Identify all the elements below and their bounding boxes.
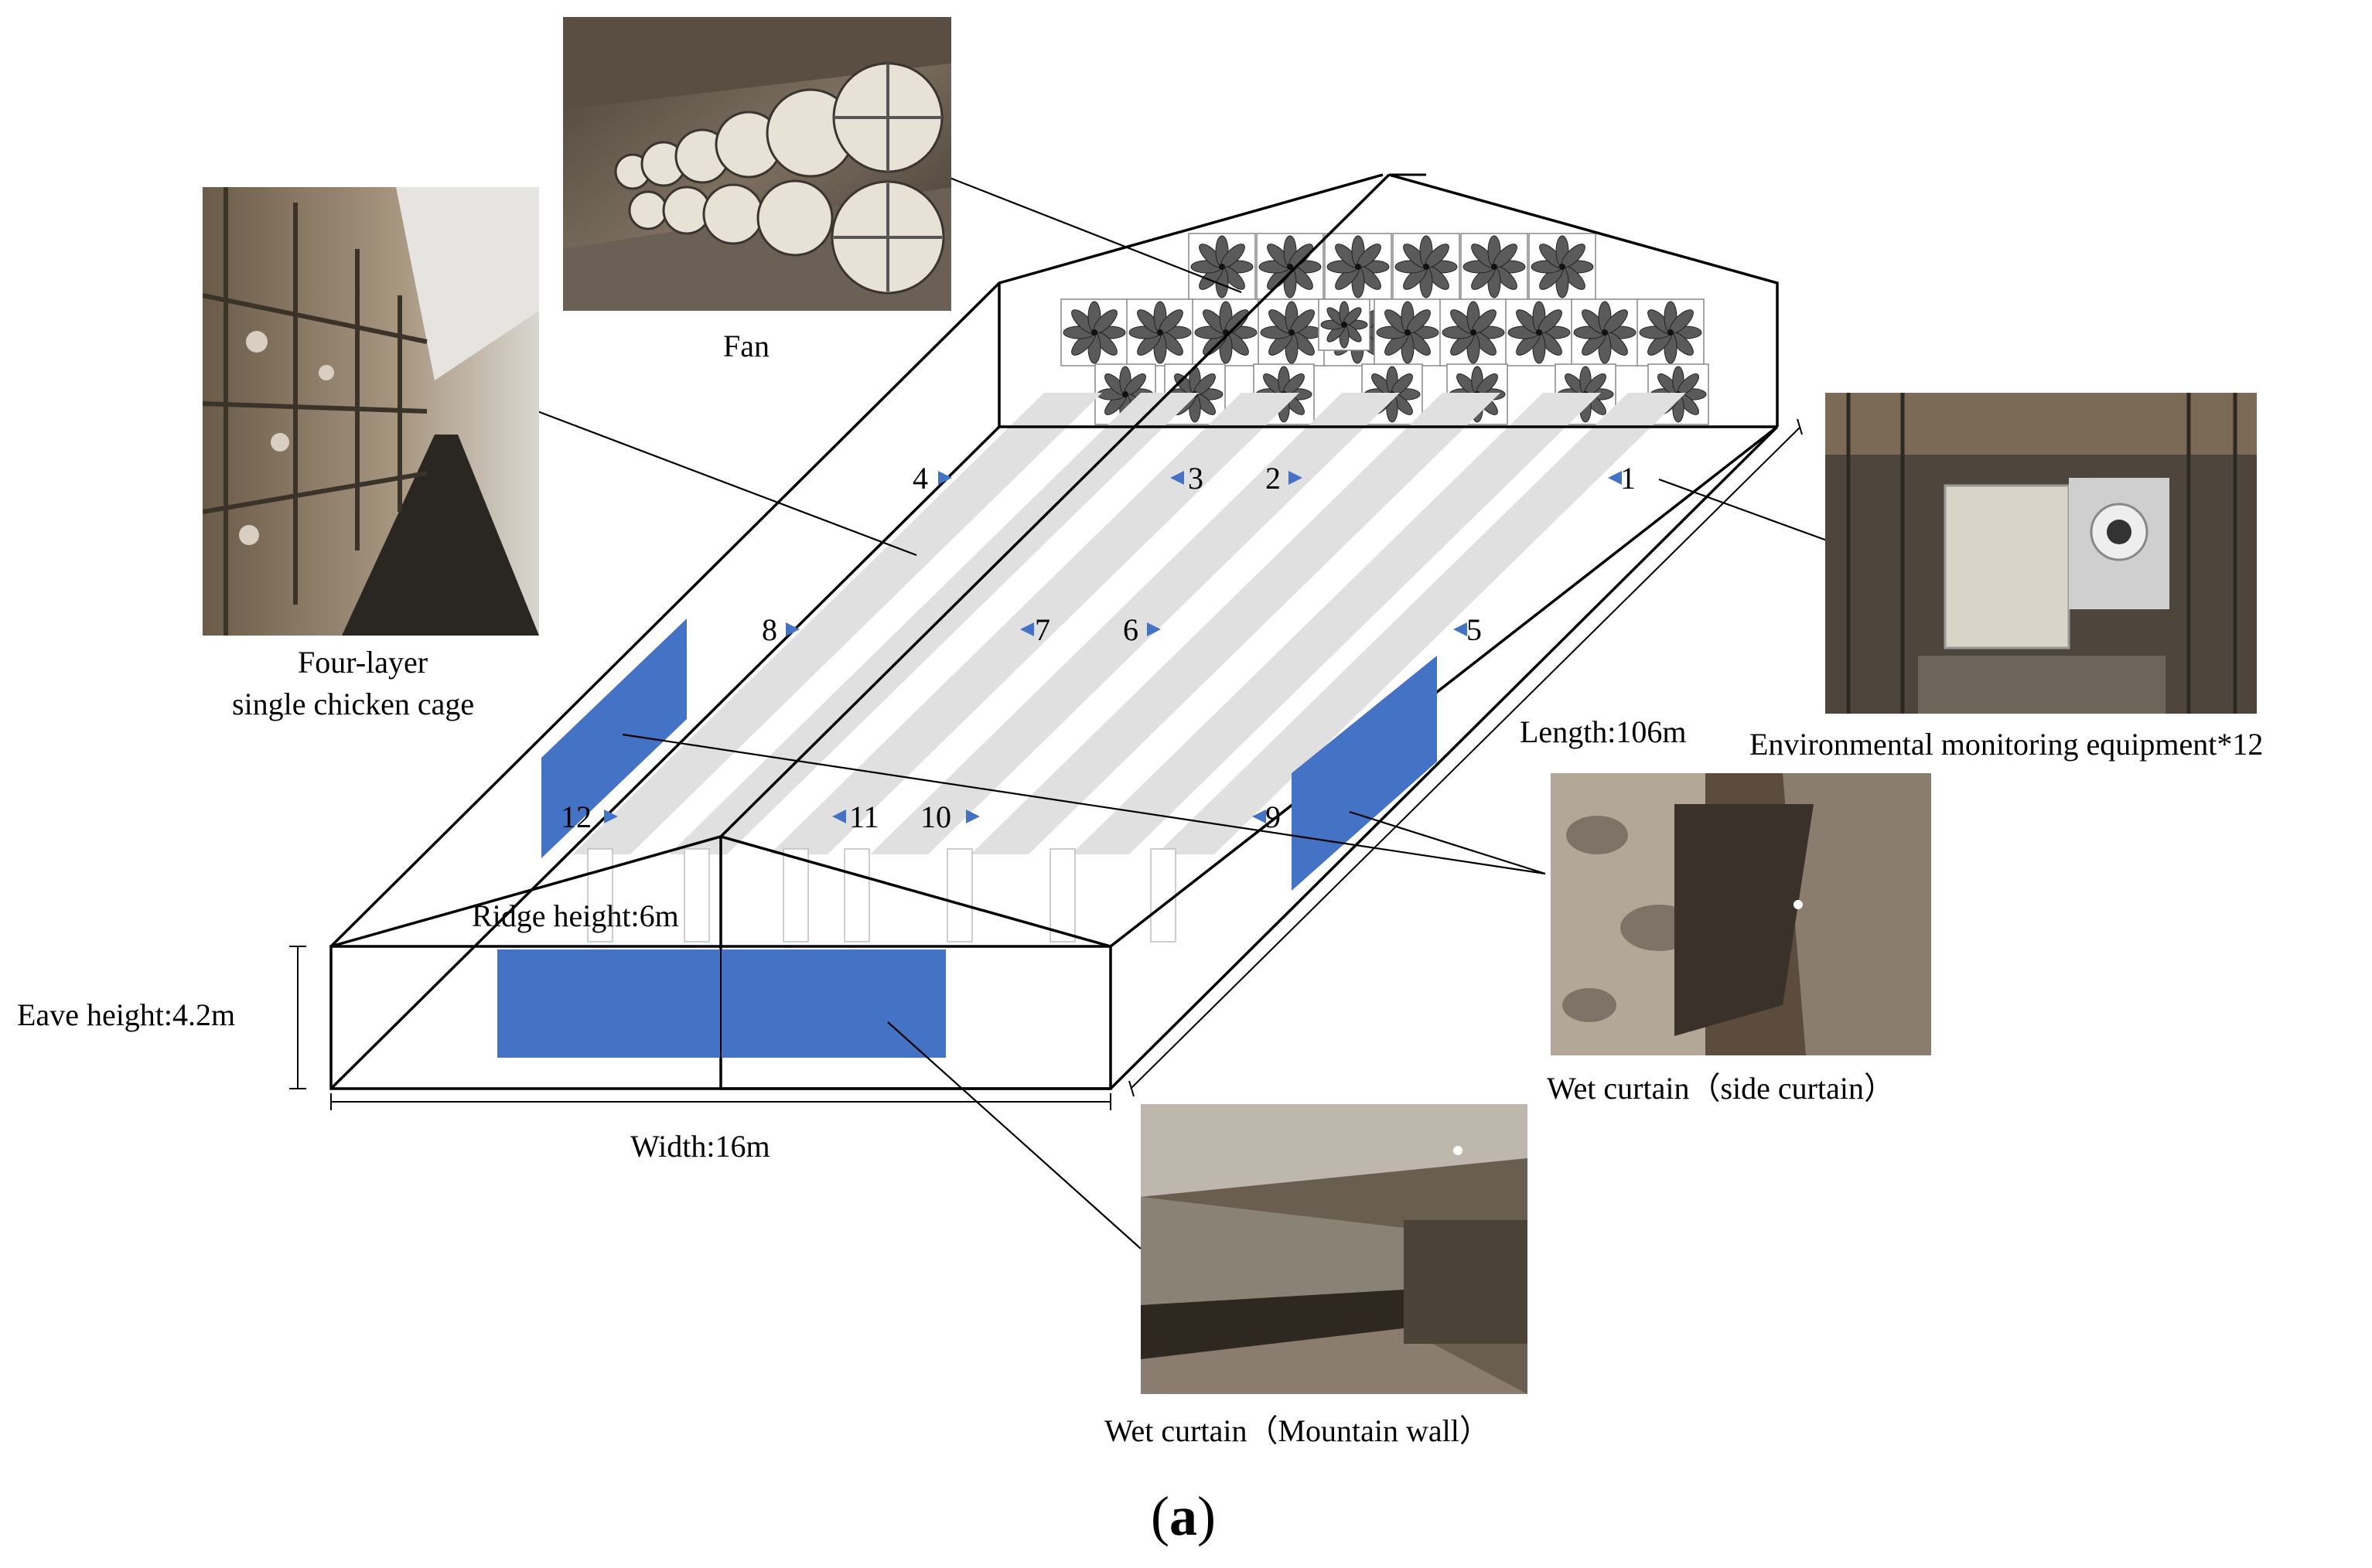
fan-icon (1126, 298, 1194, 366)
cage-photo (203, 187, 539, 636)
sensor-number: 9 (1265, 799, 1281, 834)
side-curtain-right (1292, 656, 1437, 891)
sensor-number: 5 (1466, 612, 1482, 647)
side-curtain-caption: Wet curtain（side curtain） (1547, 1071, 1895, 1106)
fan-icon (1460, 233, 1528, 301)
sensor-number: 10 (920, 799, 951, 834)
fan-icon (1637, 298, 1705, 366)
fan-icon (1258, 298, 1326, 366)
eave-height-label: Eave height:4.2m (17, 997, 236, 1032)
triangle-marker-icon (1453, 622, 1467, 636)
triangle-marker-icon (1020, 622, 1034, 636)
figure-label-paren-open: ( (1151, 1485, 1169, 1547)
side-curtain-left (541, 619, 687, 858)
cage-row-end (844, 848, 870, 943)
ridge-height-label: Ridge height:6m (472, 898, 679, 933)
fan-wall (1060, 233, 1709, 425)
fan-icon (1192, 298, 1260, 366)
figure-label: (a) (1151, 1484, 1216, 1549)
sensor-number: 3 (1188, 461, 1203, 496)
leader-lines (537, 176, 1830, 1249)
sensor-number: 8 (762, 612, 777, 647)
triangle-marker-icon (604, 810, 618, 823)
cage-row (572, 393, 1102, 854)
triangle-marker-icon (1170, 471, 1184, 485)
fan-icon (1505, 298, 1573, 366)
fan-icon (1256, 233, 1324, 301)
cage-rows (572, 393, 1686, 943)
triangle-marker-icon (1147, 622, 1161, 636)
mountain-curtain-photo (1141, 1104, 1527, 1394)
sensor-number: 2 (1265, 461, 1281, 496)
sensor-number: 12 (561, 799, 592, 834)
triangle-marker-icon (966, 810, 980, 823)
fan-icon (1060, 298, 1128, 366)
monitor-caption: Environmental monitoring equipment*12 (1749, 727, 2264, 762)
sensor-markers (604, 471, 1622, 823)
fan-icon (1439, 298, 1507, 366)
sensor-number: 1 (1620, 461, 1636, 496)
sensor-number: 6 (1123, 612, 1138, 647)
triangle-marker-icon (786, 622, 800, 636)
triangle-marker-icon (1288, 471, 1302, 485)
cage-row (770, 393, 1299, 854)
cage-row-end (587, 848, 613, 943)
fan-icon (1528, 233, 1596, 301)
cage-row (1156, 393, 1686, 854)
fan-icon (1571, 298, 1639, 366)
fan-icon (1188, 233, 1256, 301)
figure-label-letter: a (1169, 1485, 1197, 1547)
cage-row (1071, 393, 1601, 854)
cage-row (669, 393, 1199, 854)
sensor-number: 4 (913, 461, 928, 496)
cage-caption-line1: Four-layer (298, 645, 428, 680)
cage-caption-line2: single chicken cage (232, 687, 475, 721)
fan-caption: Fan (723, 329, 770, 363)
triangle-marker-icon (1608, 471, 1622, 485)
triangle-marker-icon (1252, 810, 1266, 823)
triangle-marker-icon (938, 471, 952, 485)
triangle-marker-icon (832, 810, 846, 823)
cage-row-end (783, 848, 809, 943)
cage-row (870, 393, 1400, 854)
fan-photo (563, 17, 951, 311)
fan-icon (1392, 233, 1460, 301)
house-outline (329, 173, 1779, 1090)
monitor-photo (1825, 393, 2257, 714)
length-label: Length:106m (1520, 714, 1687, 749)
cage-row (971, 393, 1500, 854)
side-curtain-photo (1551, 773, 1931, 1055)
width-label: Width:16m (630, 1129, 770, 1164)
cage-row-end (1150, 848, 1176, 943)
fan-icon (1374, 298, 1442, 366)
fan-icon (1324, 233, 1392, 301)
mountain-curtain-caption: Wet curtain（Mountain wall） (1104, 1413, 1490, 1448)
dimension-lines (289, 418, 1803, 1110)
cage-row-end (1049, 848, 1076, 943)
fan-icon (1318, 298, 1370, 351)
figure-label-paren-close: ) (1196, 1485, 1216, 1547)
sensor-number: 7 (1035, 612, 1050, 647)
cage-row-end (684, 848, 710, 943)
sensor-number: 11 (849, 799, 879, 834)
cage-row-end (947, 848, 973, 943)
